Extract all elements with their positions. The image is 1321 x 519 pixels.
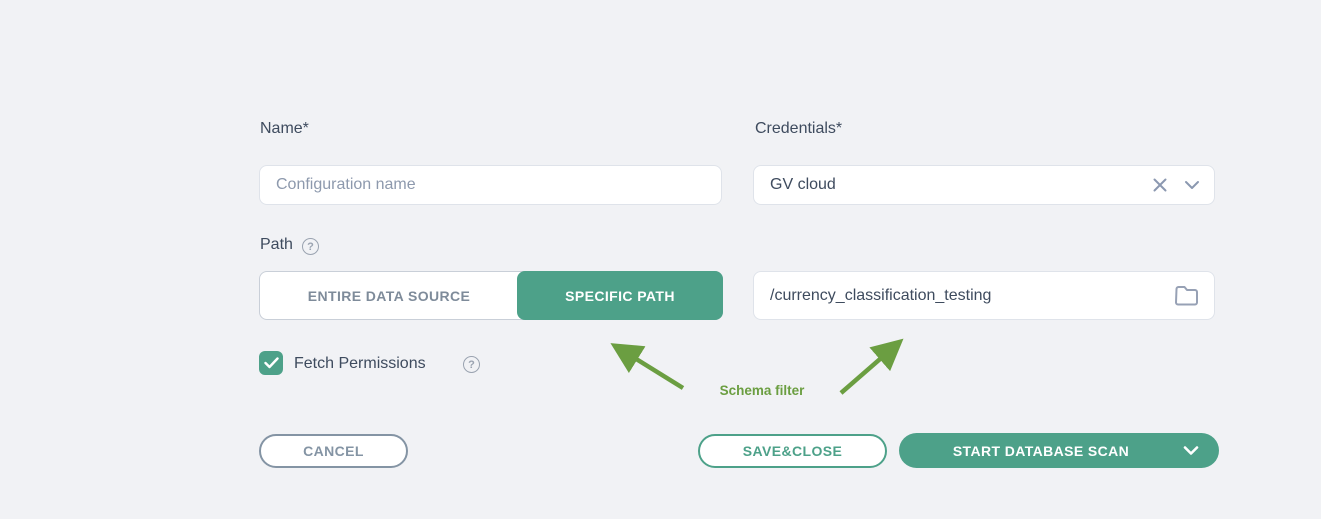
path-input-wrapper: /currency_classification_testing xyxy=(753,271,1215,320)
fetch-permissions-checkbox[interactable] xyxy=(259,351,283,375)
name-input[interactable] xyxy=(259,165,722,205)
cancel-button[interactable]: CANCEL xyxy=(259,434,408,468)
toggle-specific-path[interactable]: SPECIFIC PATH xyxy=(517,271,723,320)
folder-icon[interactable] xyxy=(1174,285,1200,307)
toggle-entire-data-source[interactable]: ENTIRE DATA SOURCE xyxy=(307,287,471,304)
path-field-label: Path xyxy=(260,236,293,253)
path-input-value[interactable]: /currency_classification_testing xyxy=(770,286,992,304)
help-icon[interactable]: ? xyxy=(302,238,319,255)
x-icon[interactable] xyxy=(1152,177,1168,193)
credentials-field-label: Credentials* xyxy=(755,120,843,137)
fetch-permissions-label: Fetch Permissions xyxy=(294,355,426,372)
schema-filter-annotation: Schema filter xyxy=(719,383,805,398)
name-field-label: Name* xyxy=(260,120,309,137)
arrow-to-specific-path xyxy=(610,343,685,390)
start-database-scan-label: START DATABASE SCAN xyxy=(952,442,1130,459)
save-close-button[interactable]: SAVE&CLOSE xyxy=(698,434,887,468)
chevron-down-icon[interactable] xyxy=(1184,180,1200,190)
chevron-down-icon[interactable] xyxy=(1183,445,1199,456)
path-scope-toggle: ENTIRE DATA SOURCE SPECIFIC PATH xyxy=(259,271,723,320)
credentials-select[interactable]: GV cloud xyxy=(753,165,1215,205)
help-icon[interactable]: ? xyxy=(463,356,480,373)
check-icon xyxy=(263,357,279,369)
credentials-selected-value: GV cloud xyxy=(770,176,836,193)
arrow-to-path-input xyxy=(839,338,904,395)
start-database-scan-button[interactable]: START DATABASE SCAN xyxy=(899,433,1219,468)
